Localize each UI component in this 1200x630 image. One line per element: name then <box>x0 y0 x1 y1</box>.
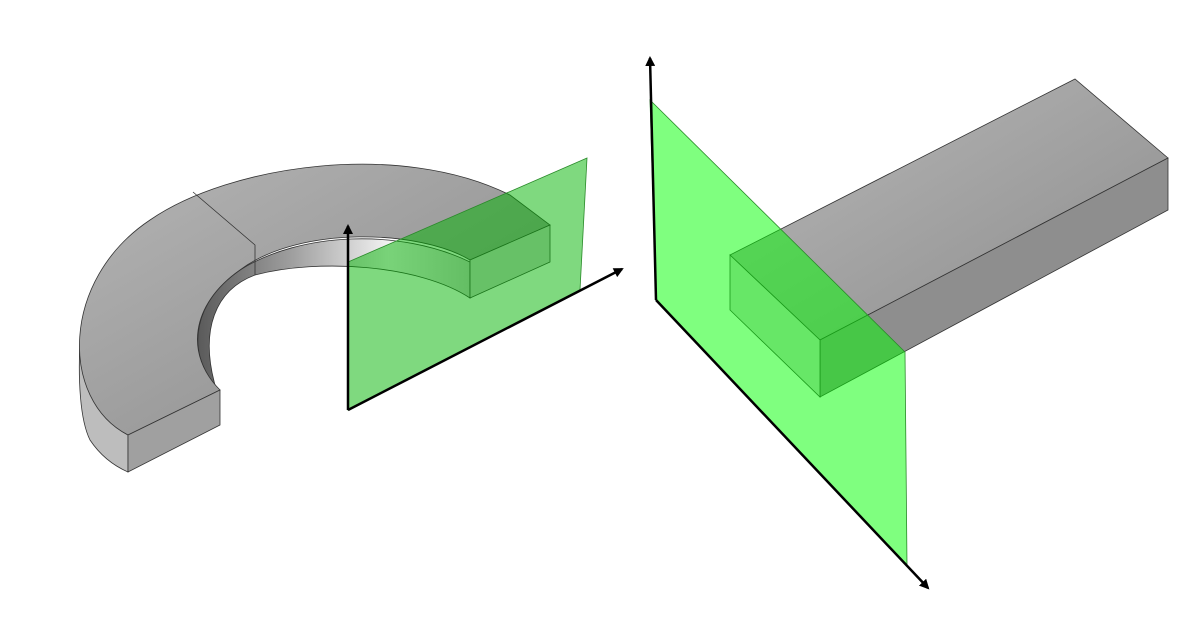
ring-end-face-near <box>127 389 221 473</box>
axes-right <box>645 56 930 590</box>
axis-vertical-right <box>645 56 658 301</box>
cut-plane-right <box>649 99 908 567</box>
axes-left <box>343 224 624 412</box>
ring-edge-line <box>192 191 256 275</box>
axis-diagonal-right <box>655 299 930 590</box>
axis-diagonal-left <box>347 267 624 412</box>
